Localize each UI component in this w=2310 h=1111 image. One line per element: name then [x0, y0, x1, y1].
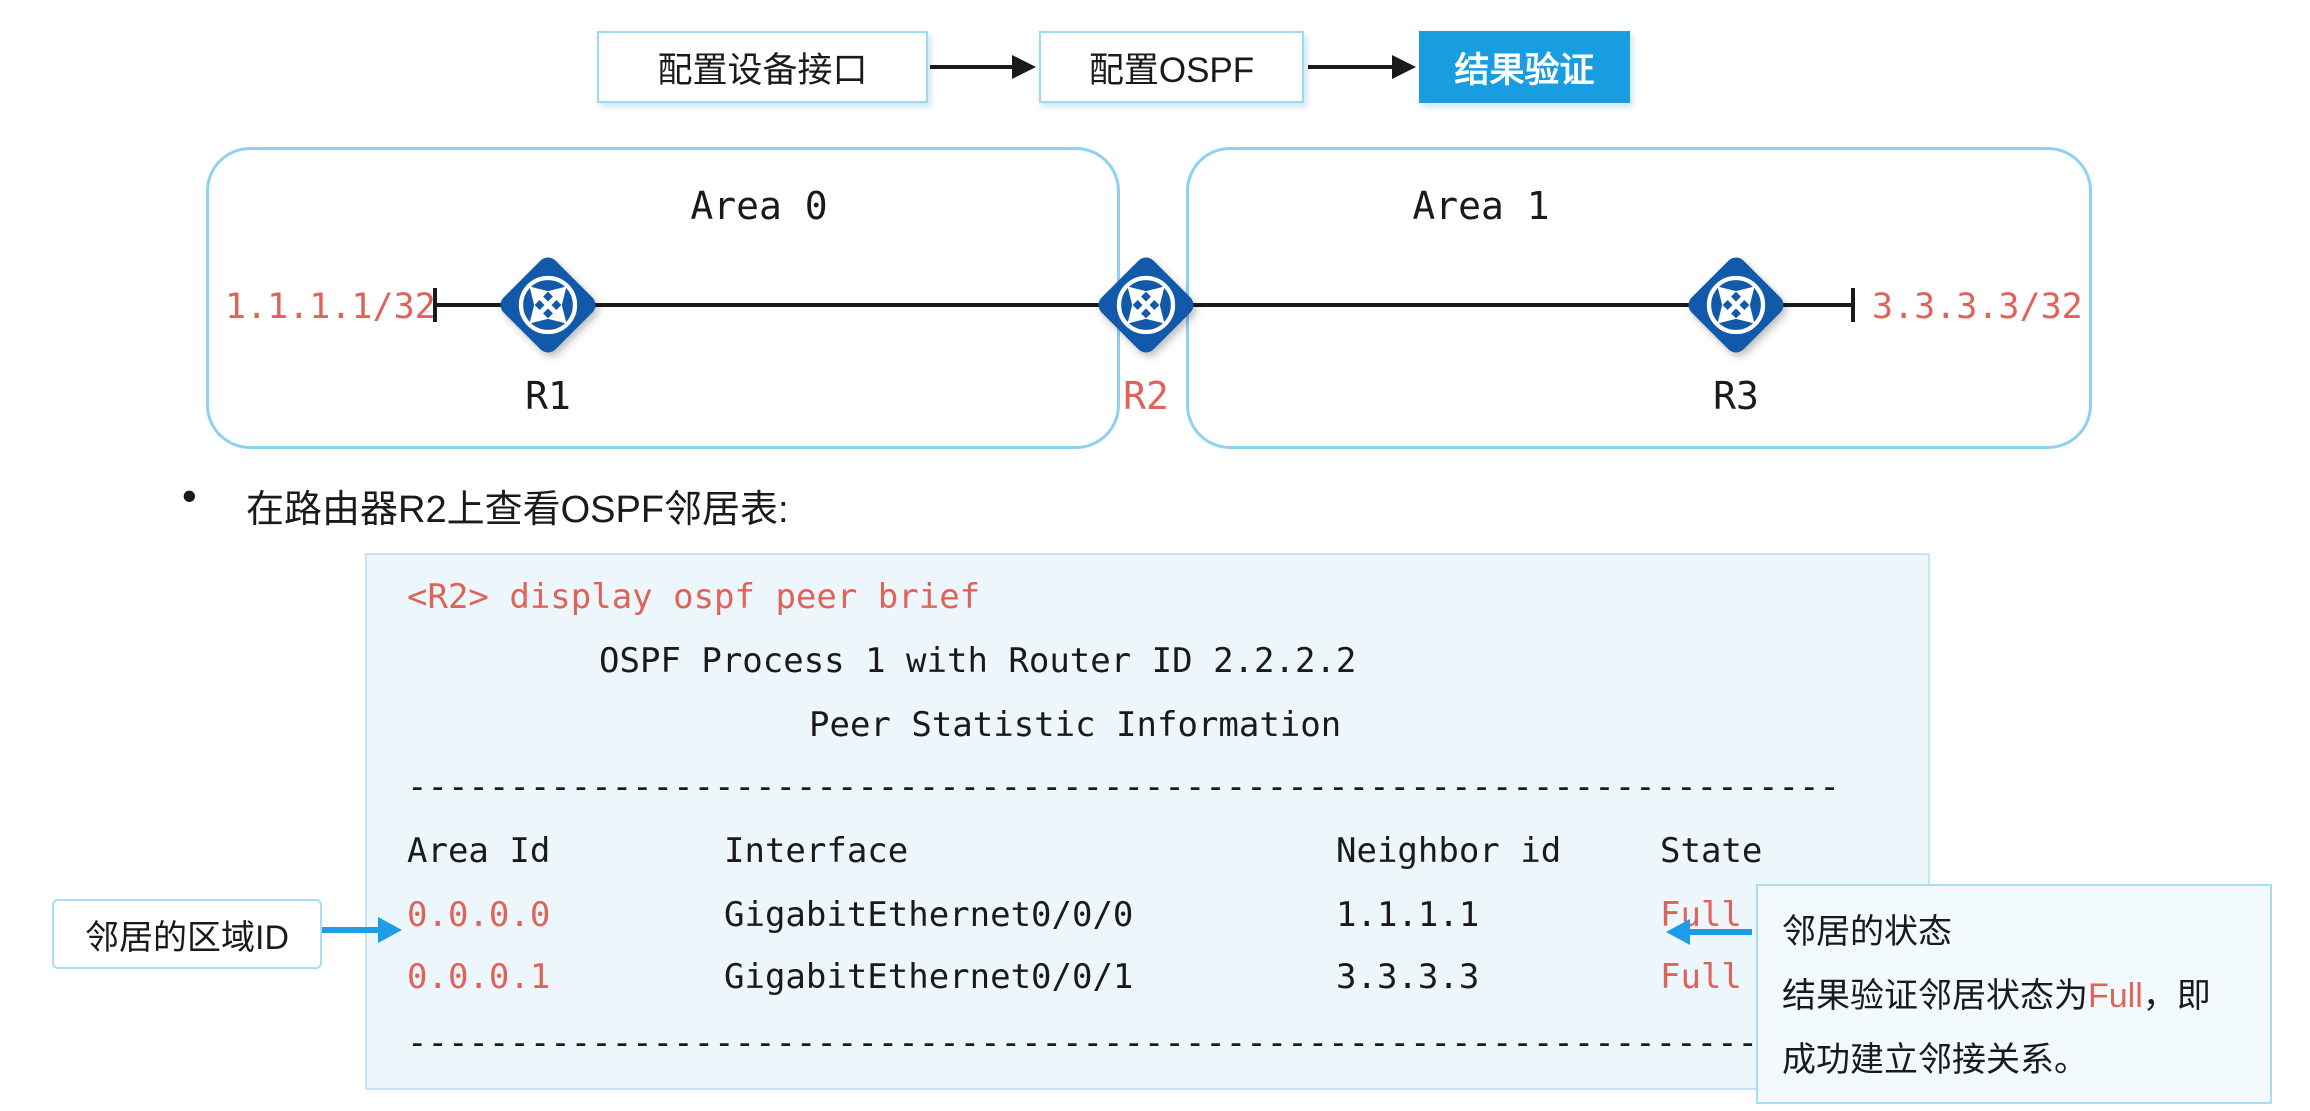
divider-line: ----------------------------------------…: [407, 1023, 1840, 1063]
cell-neighbor-id: 1.1.1.1: [1336, 895, 1480, 935]
callout-state-line2: 结果验证邻居状态为Full，即: [1782, 964, 2246, 1028]
flow-step-configure-ospf: 配置OSPF: [1039, 31, 1304, 103]
peer-table-row: 0.0.0.0 GigabitEthernet0/0/0 1.1.1.1 Ful…: [367, 895, 1928, 937]
cell-area-id: 0.0.0.0: [407, 895, 551, 935]
router-r3-label: R3: [1713, 374, 1759, 418]
flow-step-verify-result: 结果验证: [1419, 31, 1630, 103]
cell-interface: GigabitEthernet0/0/1: [724, 957, 1134, 997]
peer-table-row: 0.0.0.1 GigabitEthernet0/0/1 3.3.3.3 Ful…: [367, 957, 1928, 999]
router-icon: [1092, 251, 1200, 359]
arrow-right-icon: [322, 917, 402, 943]
callout-state-line3: 成功建立邻接关系。: [1782, 1041, 2088, 1079]
flow-step-configure-interface: 配置设备接口: [597, 31, 928, 103]
callout-state-line2-suffix: ，即: [2142, 977, 2211, 1015]
area-1-label: Area 1: [1412, 184, 1550, 228]
flow-step-label: 配置OSPF: [1088, 50, 1255, 90]
callout-area-id-box: 邻居的区域ID: [52, 899, 322, 969]
bullet-text: 在路由器R2上查看OSPF邻居表:: [246, 489, 789, 531]
callout-state-full-highlight: Full: [2088, 977, 2143, 1015]
arrow-right-icon: [1308, 55, 1416, 79]
router-r2-label: R2: [1123, 374, 1169, 418]
router-icon: [1682, 251, 1790, 359]
peer-table-header-row: Area Id Interface Neighbor id State: [367, 831, 1928, 873]
ospf-process-line: OSPF Process 1 with Router ID 2.2.2.2: [599, 641, 1357, 681]
header-interface: Interface: [724, 831, 909, 871]
cell-neighbor-id: 3.3.3.3: [1336, 957, 1480, 997]
area-0-box: [206, 147, 1120, 449]
cell-interface: GigabitEthernet0/0/0: [724, 895, 1134, 935]
flow-step-label: 配置设备接口: [657, 50, 868, 90]
header-neighbor-id: Neighbor id: [1336, 831, 1562, 871]
bullet-marker: •: [182, 472, 197, 519]
header-area-id: Area Id: [407, 831, 551, 871]
arrow-left-icon: [1666, 919, 1752, 945]
arrow-right-icon: [930, 55, 1036, 79]
interface-tick: [1851, 288, 1855, 322]
cell-state: Full: [1660, 957, 1742, 997]
callout-state-box: 邻居的状态 结果验证邻居状态为Full，即 成功建立邻接关系。: [1756, 884, 2272, 1104]
loopback-ip-r1: 1.1.1.1/32: [225, 287, 436, 327]
terminal-output-box: <R2> display ospf peer brief OSPF Proces…: [365, 553, 1930, 1090]
peer-statistic-line: Peer Statistic Information: [809, 705, 1342, 745]
callout-state-line2-prefix: 结果验证邻居状态为: [1782, 977, 2088, 1015]
callout-state-line1: 邻居的状态: [1782, 913, 1952, 951]
area-1-box: [1186, 147, 2092, 449]
divider-line: ----------------------------------------…: [407, 767, 1840, 807]
area-0-label: Area 0: [690, 184, 828, 228]
terminal-command: <R2> display ospf peer brief: [407, 577, 981, 617]
flow-step-label: 结果验证: [1454, 50, 1595, 90]
callout-area-id-label: 邻居的区域ID: [85, 918, 289, 957]
cell-area-id: 0.0.0.1: [407, 957, 551, 997]
header-state: State: [1660, 831, 1763, 871]
router-icon: [494, 251, 602, 359]
router-r1-label: R1: [525, 374, 571, 418]
loopback-ip-r3: 3.3.3.3/32: [1872, 287, 2083, 327]
